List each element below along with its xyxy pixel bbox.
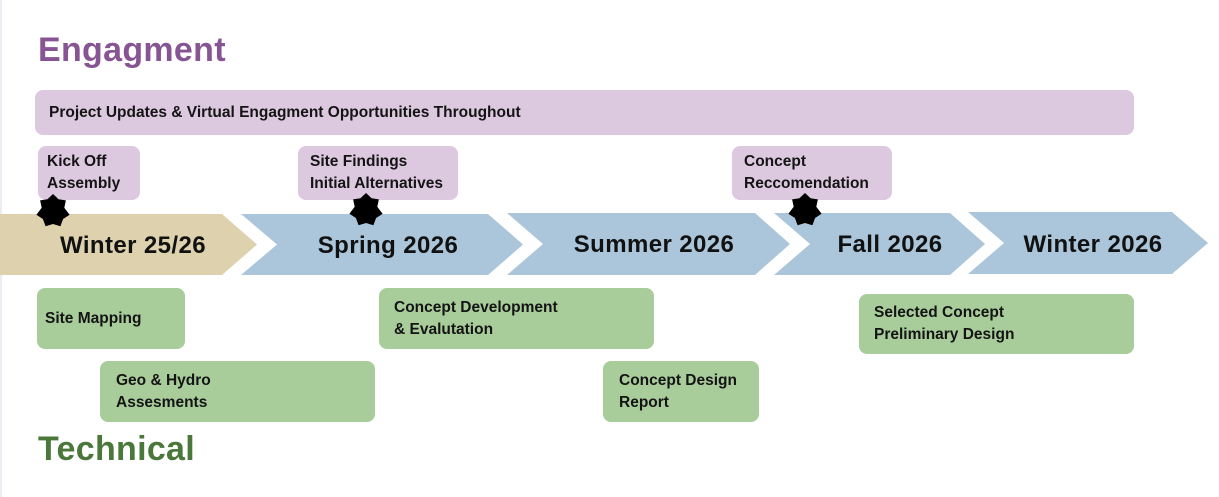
phase-label-summer-2026: Summer 2026 [574,231,735,258]
star-icon [788,193,822,226]
task-concept-design-report: Concept Design Report [603,361,759,422]
task-line2: Preliminary Design [874,326,1015,343]
phase-label-spring-2026: Spring 2026 [318,232,458,259]
phase-chevron-fall-2026 [774,213,985,275]
task-selected-concept: Selected Concept Preliminary Design [859,294,1134,354]
milestone-line2: Reccomendation [744,175,869,192]
phase-label-winter-25-26: Winter 25/26 [60,232,206,259]
phase-label-fall-2026: Fall 2026 [837,231,942,258]
phase-label-winter-2026: Winter 2026 [1024,231,1163,258]
task-line1: Concept Development [394,298,558,316]
task-concept-development: Concept Development & Evalutation [379,288,654,349]
star-icon [36,194,70,227]
engagement-section-title: Engagment [38,31,226,69]
milestone-line1: Site Findings [310,153,408,170]
engagement-banner-text: Project Updates & Virtual Engagment Oppo… [49,103,521,121]
task-line2: & Evalutation [394,320,494,338]
task-line2: Assesments [116,393,208,411]
milestone-line1: Concept [744,153,806,170]
task-geo-hydro: Geo & Hydro Assesments [100,361,375,422]
milestone-concept-recommendation: Concept Reccomendation [732,146,892,200]
phase-chevron-summer-2026 [507,213,790,275]
phase-chevron-winter-2026 [968,212,1208,274]
phase-chevron-winter-25-26 [0,214,257,275]
milestone-line1: Kick Off [47,153,107,170]
task-line1: Selected Concept [874,304,1005,321]
task-line1: Concept Design [619,371,737,389]
technical-section-title: Technical [38,430,196,468]
milestone-kick-off: Kick Off Assembly [38,146,140,200]
engagement-banner: Project Updates & Virtual Engagment Oppo… [35,90,1134,135]
milestone-line2: Initial Alternatives [310,175,443,192]
star-icon [349,193,383,226]
milestone-site-findings: Site Findings Initial Alternatives [298,146,458,200]
task-line2: Report [619,393,669,411]
milestone-line2: Assembly [47,175,121,192]
phase-chevron-spring-2026 [241,214,523,275]
task-line1: Geo & Hydro [116,371,211,389]
task-site-mapping: Site Mapping [37,288,185,349]
task-line1: Site Mapping [45,309,142,327]
